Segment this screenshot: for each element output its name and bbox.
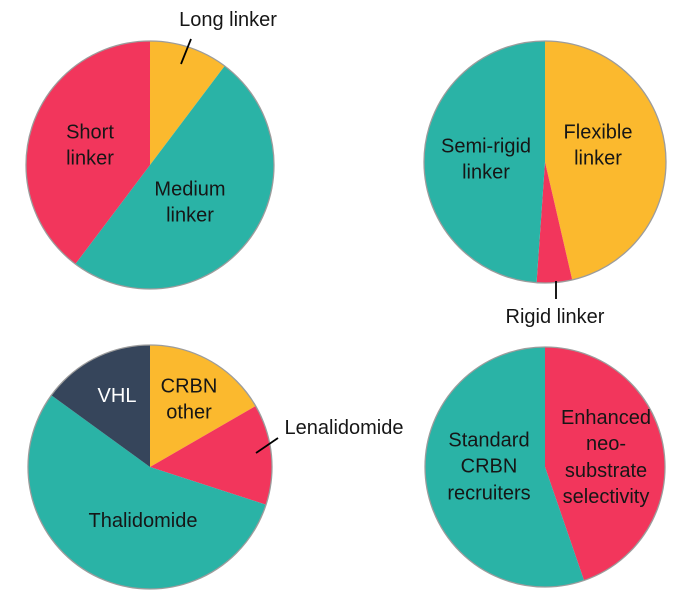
pie-slice-standard-crbn-recruiters xyxy=(424,347,585,587)
pie-outline xyxy=(424,346,666,588)
leader-line-long-linker xyxy=(180,38,192,65)
pie-slice-thalidomide xyxy=(28,395,267,589)
pie-outline xyxy=(25,40,275,290)
pie-slice-rigid-linker xyxy=(536,162,573,284)
pie-slice-semi-rigid-linker xyxy=(423,40,545,283)
pie-slice-crbn-other xyxy=(150,345,256,467)
pie-slice-flexible-linker xyxy=(545,41,667,280)
pie-slice-lenalidomide xyxy=(150,406,273,505)
pie-linker-rigidity-distribution xyxy=(423,40,667,284)
pie-slice-short-linker xyxy=(25,41,150,265)
pie-crbn-recruiter-selectivity xyxy=(424,346,666,588)
pie-slice-medium-linker xyxy=(75,65,274,289)
pie-linker-length-distribution xyxy=(25,40,275,290)
pie-outline xyxy=(27,344,273,590)
pie-outline xyxy=(423,40,667,284)
pie-crbn-recruiter-types xyxy=(27,344,273,590)
pie-slice-enhanced-neo-substrate-selectivity xyxy=(545,347,665,581)
leader-line-lenalidomide xyxy=(255,437,279,454)
pie-slice-long-linker xyxy=(150,41,225,165)
pie-slice-vhl xyxy=(51,345,150,467)
